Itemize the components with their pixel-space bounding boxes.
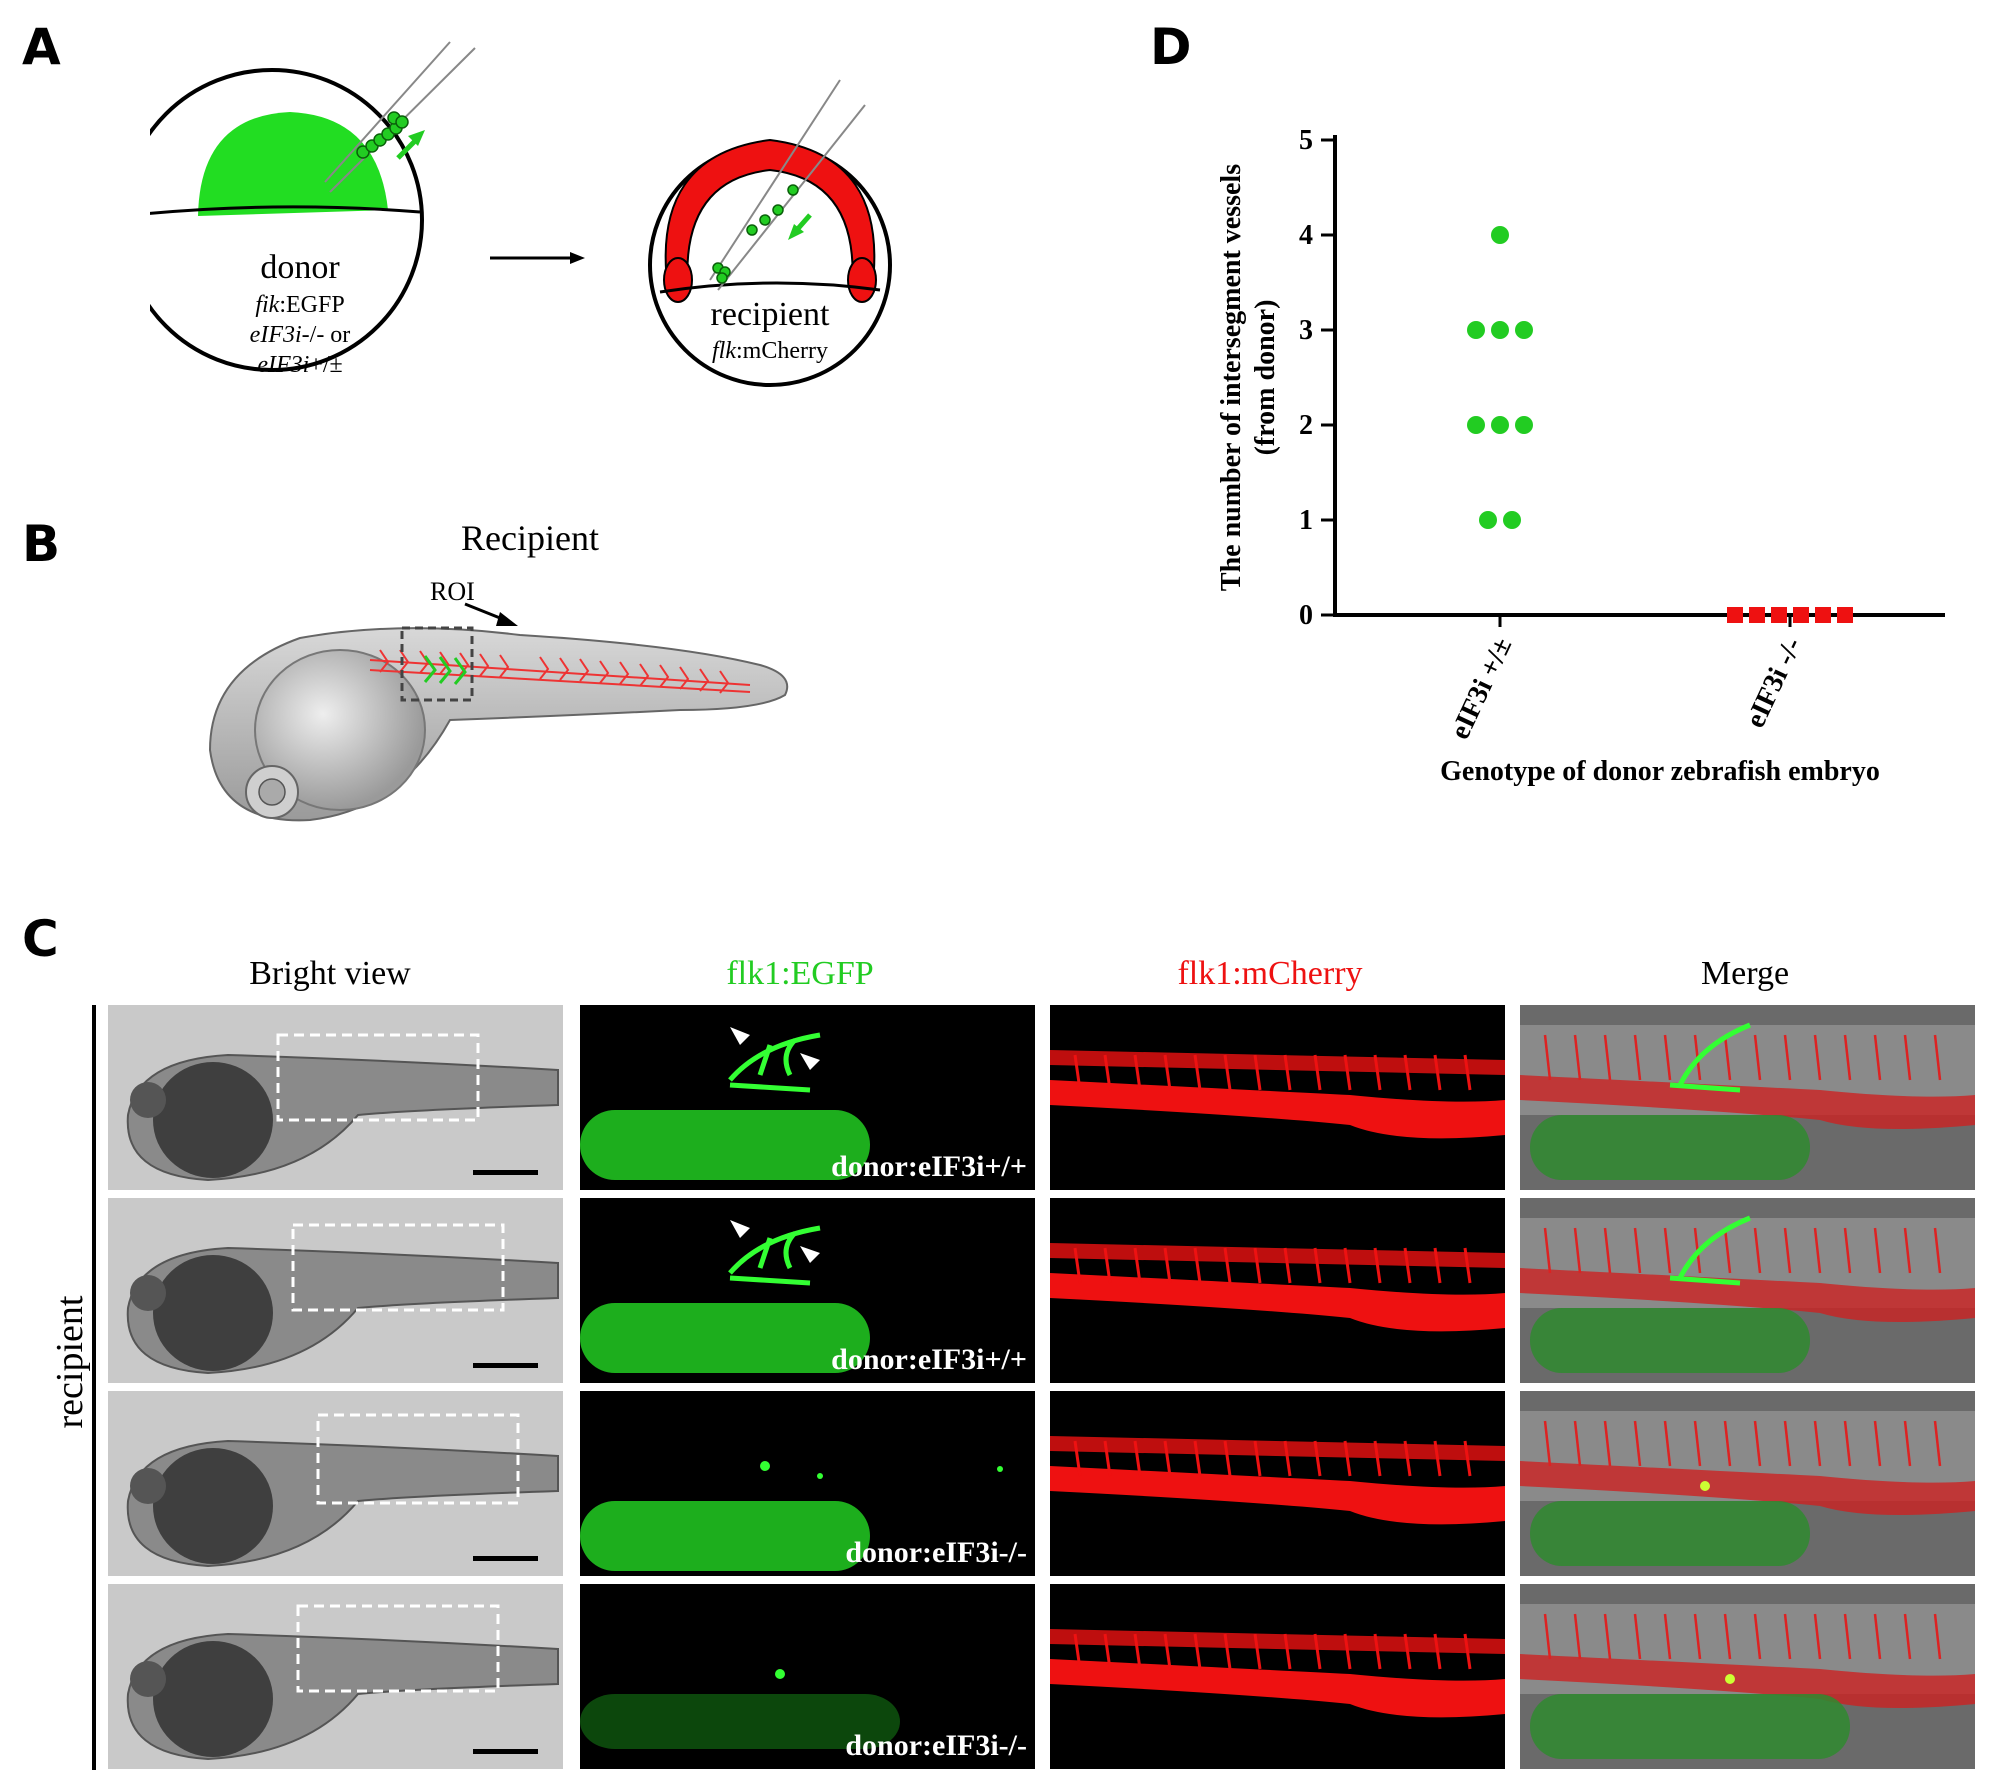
donor-line1: fik:EGFP bbox=[255, 292, 344, 318]
bright-view-image bbox=[108, 1005, 563, 1190]
mcherry-image bbox=[1050, 1391, 1505, 1576]
data-point bbox=[1515, 321, 1533, 339]
recipient-line1: flk:mCherry bbox=[712, 338, 828, 364]
y-tick-label: 0 bbox=[1299, 600, 1313, 631]
panel-d-letter: D bbox=[1150, 18, 1192, 76]
roi-arrow bbox=[464, 602, 506, 622]
panel-a-diagram: donor fik:EGFP eIF3i-/- or eIF3i+/± reci… bbox=[150, 41, 892, 387]
col-title-bright: Bright view bbox=[249, 955, 411, 992]
x-tick-label: eIF3i -/- bbox=[1740, 633, 1809, 733]
merge-image bbox=[1520, 1005, 1975, 1190]
y-axis-label: The number of intersegment vessels(from … bbox=[1216, 164, 1281, 591]
data-point bbox=[1467, 321, 1485, 339]
panel-b-diagram: Recipient ROI bbox=[208, 520, 789, 822]
donor-blastoderm bbox=[198, 112, 388, 216]
x-tick-label: eIF3i +/± bbox=[1444, 633, 1518, 744]
col-title-mcherry: flk1:mCherry bbox=[1177, 955, 1363, 992]
y-tick-label: 4 bbox=[1299, 220, 1313, 251]
donor-genotype-label: donor:eIF3i-/- bbox=[845, 1536, 1027, 1569]
mcherry-image bbox=[1050, 1198, 1505, 1383]
egfp-image: donor:eIF3i-/- bbox=[580, 1584, 1035, 1769]
panel-b-letter: B bbox=[22, 515, 61, 573]
recipient-title: recipient bbox=[711, 296, 830, 333]
donor-title: donor bbox=[260, 249, 340, 286]
egfp-image: donor:eIF3i-/- bbox=[580, 1391, 1035, 1576]
green-vessels bbox=[423, 655, 467, 685]
recipient-row-label: recipient bbox=[49, 1295, 91, 1429]
recipient-heading: Recipient bbox=[461, 520, 599, 558]
donor-line3: eIF3i+/± bbox=[257, 352, 342, 378]
yolk bbox=[254, 649, 426, 811]
y-tick-label: 1 bbox=[1299, 505, 1313, 536]
data-point bbox=[1727, 607, 1743, 623]
recipient-bracket-line bbox=[92, 1005, 96, 1770]
data-point bbox=[1515, 416, 1533, 434]
donor-genotype-label: donor:eIF3i+/+ bbox=[831, 1150, 1027, 1183]
data-point bbox=[1479, 511, 1497, 529]
bright-view-image bbox=[108, 1391, 563, 1576]
data-point bbox=[1491, 321, 1509, 339]
data-point bbox=[1491, 226, 1509, 244]
data-point bbox=[1837, 607, 1853, 623]
recipient-cells bbox=[712, 184, 799, 284]
egfp-image: donor:eIF3i+/+ bbox=[580, 1005, 1035, 1190]
donor-genotype-label: donor:eIF3i+/+ bbox=[831, 1343, 1027, 1376]
data-point bbox=[1793, 607, 1809, 623]
y-tick-label: 5 bbox=[1299, 125, 1313, 156]
data-point bbox=[1467, 416, 1485, 434]
roi-label: ROI bbox=[430, 577, 475, 606]
x-axis-label: Genotype of donor zebrafish embryo bbox=[1440, 756, 1880, 787]
data-point bbox=[1815, 607, 1831, 623]
donor-line2: eIF3i-/- or bbox=[250, 322, 351, 348]
panel-a-letter: A bbox=[22, 18, 61, 76]
bright-view-image bbox=[108, 1584, 563, 1769]
data-point bbox=[1491, 416, 1509, 434]
donor-cells bbox=[356, 111, 409, 159]
merge-image bbox=[1520, 1584, 1975, 1769]
col-title-merge: Merge bbox=[1700, 955, 1790, 992]
merge-image bbox=[1520, 1391, 1975, 1576]
merge-image bbox=[1520, 1198, 1975, 1383]
roi-box bbox=[400, 626, 474, 702]
mcherry-image bbox=[1050, 1005, 1505, 1190]
data-point bbox=[1771, 607, 1787, 623]
egfp-image: donor:eIF3i+/+ bbox=[580, 1198, 1035, 1383]
bright-view-image bbox=[108, 1198, 563, 1383]
mcherry-image bbox=[1050, 1584, 1505, 1769]
data-point bbox=[1503, 511, 1521, 529]
y-tick-label: 3 bbox=[1299, 315, 1313, 346]
data-point bbox=[1749, 607, 1765, 623]
panel-c-letter: C bbox=[22, 910, 59, 968]
col-title-egfp: flk1:EGFP bbox=[726, 955, 874, 992]
y-tick-label: 2 bbox=[1299, 410, 1313, 441]
donor-genotype-label: donor:eIF3i-/- bbox=[845, 1729, 1027, 1762]
scatter-chart: 0 1 2 3 4 5 eIF3i +/± eIF3i -/- The number of in… bbox=[1216, 125, 1945, 787]
